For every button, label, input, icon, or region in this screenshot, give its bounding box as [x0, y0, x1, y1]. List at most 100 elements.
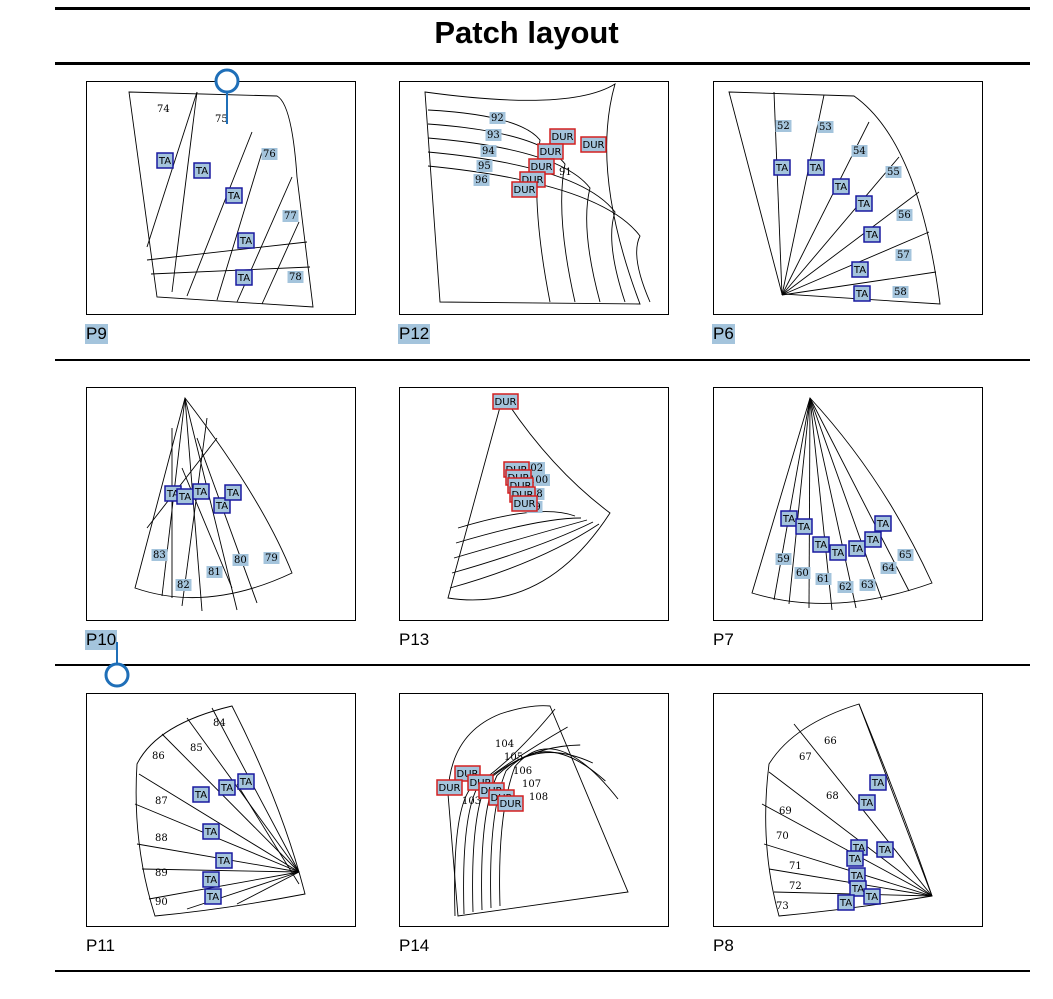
svg-text:82: 82 — [177, 580, 190, 591]
ta-tag[interactable]: TA — [225, 187, 243, 204]
ta-tag[interactable]: TA — [193, 162, 211, 179]
dur-tag[interactable]: DUR — [537, 143, 564, 160]
svg-text:DUR: DUR — [514, 499, 536, 510]
svg-text:95: 95 — [478, 161, 491, 172]
svg-text:88: 88 — [155, 833, 168, 844]
svg-text:TA: TA — [865, 230, 878, 241]
patch-drawing: 971021009899DURDURDURDURDURDUR — [447, 393, 611, 601]
svg-text:90: 90 — [155, 897, 168, 908]
segment-number-label: 87 — [155, 796, 168, 807]
segment-number-label: 88 — [155, 833, 168, 844]
segment-number-label: 69 — [779, 806, 792, 817]
svg-text:94: 94 — [482, 146, 495, 157]
dur-tag[interactable]: DUR — [497, 795, 524, 812]
svg-text:83: 83 — [153, 550, 166, 561]
ta-tag[interactable]: TA — [237, 773, 255, 790]
pin-marker-icon[interactable] — [102, 640, 132, 690]
segment-number-label: 73 — [776, 901, 789, 912]
ta-tag[interactable]: TA — [156, 152, 174, 169]
svg-text:103: 103 — [462, 796, 481, 807]
svg-text:56: 56 — [898, 210, 911, 221]
ta-tag[interactable]: TA — [876, 841, 894, 858]
ta-tag[interactable]: TA — [851, 261, 869, 278]
svg-text:TA: TA — [865, 892, 878, 903]
ta-tag[interactable]: TA — [215, 852, 233, 869]
svg-text:DUR: DUR — [552, 132, 574, 143]
segment-number-label: 82 — [175, 579, 192, 591]
ta-tag[interactable]: TA — [176, 488, 194, 505]
ta-tag[interactable]: TA — [858, 794, 876, 811]
ta-tag[interactable]: TA — [846, 850, 864, 867]
ta-tag[interactable]: TA — [864, 531, 882, 548]
svg-text:63: 63 — [861, 580, 874, 591]
ta-tag[interactable]: TA — [235, 269, 253, 286]
ta-tag[interactable]: TA — [812, 536, 830, 553]
dur-tag[interactable]: DUR — [436, 779, 463, 796]
ta-tag[interactable]: TA — [224, 484, 242, 501]
svg-text:69: 69 — [779, 806, 792, 817]
ta-tag[interactable]: TA — [848, 540, 866, 557]
segment-number-label: 67 — [799, 752, 812, 763]
ta-tag[interactable]: TA — [202, 823, 220, 840]
patch-panel-p14[interactable]: 104105106107108103DURDURDURDURDURDUR — [399, 693, 669, 927]
row-divider-1 — [55, 359, 1030, 361]
ta-tag[interactable]: TA — [192, 483, 210, 500]
dur-tag[interactable]: DUR — [511, 181, 538, 198]
ta-tag[interactable]: TA — [192, 786, 210, 803]
ta-tag[interactable]: TA — [773, 159, 791, 176]
svg-text:62: 62 — [839, 582, 852, 593]
ta-tag[interactable]: TA — [853, 285, 871, 302]
segment-number-label: 60 — [794, 567, 811, 579]
ta-tag[interactable]: TA — [204, 888, 222, 905]
ta-tag[interactable]: TA — [855, 195, 873, 212]
panel-label-p6: P6 — [712, 324, 735, 344]
ta-tag[interactable]: TA — [863, 888, 881, 905]
panel-label-p11: P11 — [86, 936, 115, 955]
ta-tag[interactable]: TA — [795, 518, 813, 535]
dur-tag[interactable]: DUR — [511, 495, 538, 512]
ta-tag[interactable]: TA — [837, 894, 855, 911]
panel-label-p9: P9 — [85, 324, 108, 344]
pin-marker-icon[interactable] — [212, 66, 242, 128]
svg-text:TA: TA — [227, 191, 240, 202]
segment-number-label: 108 — [529, 792, 548, 803]
svg-text:TA: TA — [852, 843, 865, 854]
ta-tag[interactable]: TA — [780, 510, 798, 527]
segment-number-label: 96 — [473, 174, 490, 186]
ta-tag[interactable]: TA — [213, 497, 231, 514]
patch-panel-p13[interactable]: 971021009899DURDURDURDURDURDUR — [399, 387, 669, 621]
dur-tag[interactable]: DUR — [492, 393, 519, 410]
svg-text:TA: TA — [850, 871, 863, 882]
ta-tag[interactable]: TA — [863, 226, 881, 243]
svg-text:93: 93 — [487, 130, 500, 141]
ta-tag[interactable]: TA — [237, 232, 255, 249]
svg-text:TA: TA — [850, 544, 863, 555]
svg-text:DUR: DUR — [531, 162, 553, 173]
dur-tag[interactable]: DUR — [549, 128, 576, 145]
ta-tag[interactable]: TA — [218, 779, 236, 796]
svg-text:TA: TA — [834, 182, 847, 193]
panel-label-p14: P14 — [399, 936, 430, 955]
segment-number-label: 74 — [157, 104, 170, 115]
svg-text:87: 87 — [155, 796, 168, 807]
segment-number-label: 53 — [817, 121, 834, 133]
ta-tag[interactable]: TA — [807, 159, 825, 176]
ta-tag[interactable]: TA — [202, 871, 220, 888]
ta-tag[interactable]: TA — [869, 774, 887, 791]
dur-tag[interactable]: DUR — [580, 136, 607, 153]
svg-text:TA: TA — [871, 778, 884, 789]
segment-number-label: 92 — [489, 112, 506, 124]
ta-tag[interactable]: TA — [874, 515, 892, 532]
svg-text:TA: TA — [848, 854, 861, 865]
ta-tag[interactable]: TA — [832, 178, 850, 195]
ta-tag[interactable]: TA — [829, 544, 847, 561]
